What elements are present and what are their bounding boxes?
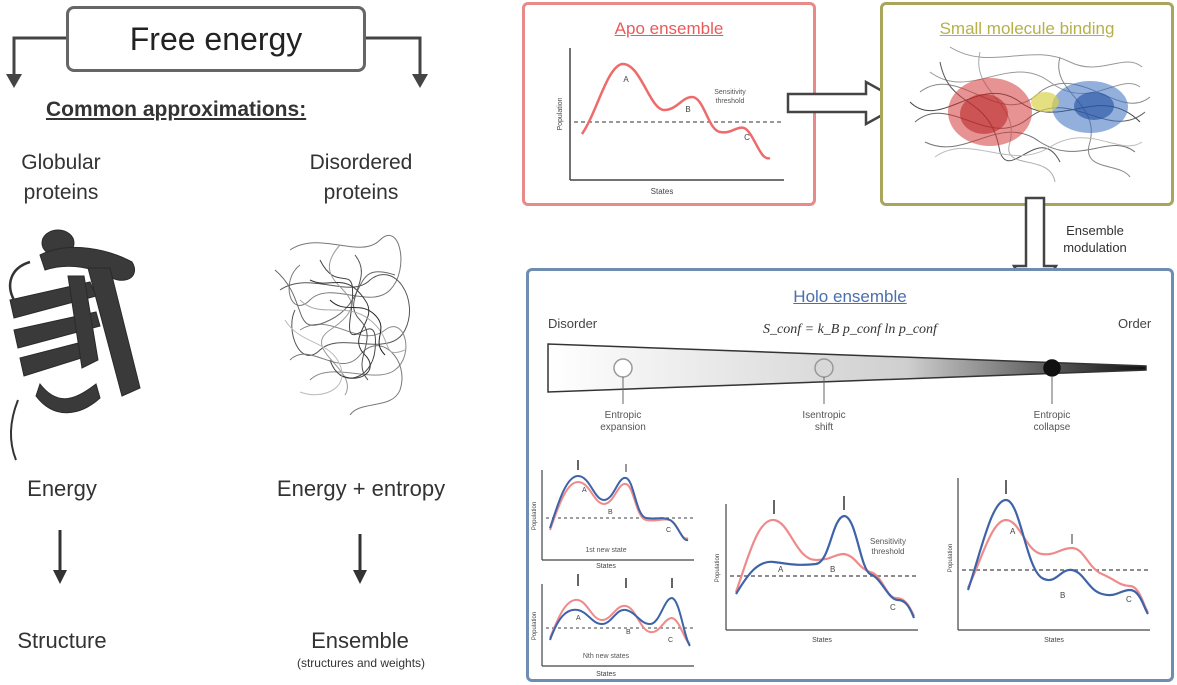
entropy-equation: S_conf = k_B p_conf ln p_conf: [763, 322, 937, 337]
structure-label: Structure: [17, 628, 107, 653]
ensemble-modulation-line2: modulation: [1063, 240, 1127, 255]
left-branch-arrow: [6, 36, 66, 88]
plot2-state-c: C: [668, 637, 673, 644]
disorder-label: Disorder: [548, 316, 598, 331]
apo-population-curve: [580, 62, 771, 160]
order-label: Order: [1118, 316, 1152, 331]
plot2-xlabel: States: [596, 671, 616, 678]
collapse-state-a: A: [1010, 527, 1016, 536]
shift-threshold-line1: Sensitivity: [870, 537, 906, 546]
apo-state-a-label: A: [623, 75, 629, 84]
plot2-note: Nth new states: [583, 653, 630, 660]
binding-yellow-ligand-icon: [1031, 92, 1059, 112]
disordered-proteins-label: Disordered proteins: [296, 148, 426, 208]
entropic-expansion-marker: [613, 358, 633, 378]
plot1-note: 1st new state: [585, 547, 626, 554]
marker-expansion-line2: expansion: [600, 422, 646, 433]
disordered-label-line1: Disordered: [309, 151, 413, 174]
entropy-gradient-wedge: [547, 343, 1147, 393]
expansion-plot-1: A B C 1st new state States Population: [532, 460, 694, 570]
plot1-ylabel: Population: [532, 502, 538, 530]
globular-protein-ribbon-icon: [9, 229, 141, 461]
plot1-state-b: B: [608, 509, 613, 516]
disordered-protein-ensemble-icon: [274, 234, 410, 416]
entropy-to-ensemble-arrow: [353, 534, 367, 584]
entropic-collapse-plot: A B C States Population: [948, 478, 1150, 644]
apo-threshold-label-line1: Sensitivity: [714, 89, 746, 96]
marker-collapse-line2: collapse: [1034, 422, 1071, 433]
free-energy-title-text: Free energy: [129, 20, 303, 57]
ensemble-modulation-line1: Ensemble: [1066, 223, 1124, 238]
marker-shift-line1: Isentropic: [802, 410, 845, 421]
apo-ensemble-panel: Apo ensemble: [522, 2, 816, 206]
globular-label-line1: Globular: [21, 151, 101, 174]
plot1-state-c: C: [666, 527, 671, 534]
plot2-state-b: B: [626, 629, 631, 636]
marker-shift-line2: shift: [815, 422, 834, 433]
plot1-state-a: A: [582, 487, 587, 494]
disordered-label-line2: proteins: [323, 181, 399, 204]
plot2-state-a: A: [576, 615, 581, 622]
globular-label-line2: proteins: [23, 181, 99, 204]
entropic-collapse-marker: [1043, 359, 1061, 377]
disordered-energy-entropy-label: Energy + entropy: [276, 476, 446, 501]
plot2-ylabel: Population: [532, 612, 538, 640]
apo-state-c-label: C: [744, 133, 750, 142]
ensemble-note: (structures and weights): [296, 656, 426, 670]
shift-state-b: B: [830, 565, 835, 574]
apo-xlabel: States: [651, 187, 674, 196]
marker-expansion-line1: Entropic: [605, 410, 642, 421]
energy-to-structure-arrow: [53, 530, 67, 584]
shift-threshold-line2: threshold: [872, 547, 905, 556]
apo-threshold-label-line2: threshold: [716, 98, 745, 105]
apo-ensemble-title: Apo ensemble: [614, 19, 724, 38]
holo-ensemble-title: Holo ensemble: [793, 287, 907, 306]
binding-ensemble-image: [909, 46, 1151, 183]
apo-state-b-label: B: [685, 105, 690, 114]
collapse-state-b: B: [1060, 591, 1065, 600]
apo-ylabel: Population: [557, 97, 564, 130]
free-energy-title: Free energy: [66, 6, 366, 72]
shift-state-c: C: [890, 603, 896, 612]
ensemble-label: Ensemble: [311, 628, 409, 653]
marker-collapse-line1: Entropic: [1034, 410, 1071, 421]
small-molecule-binding-title: Small molecule binding: [939, 19, 1115, 38]
collapse-ylabel: Population: [948, 544, 954, 572]
shift-ylabel: Population: [715, 554, 721, 582]
globular-energy-label: Energy: [27, 476, 97, 501]
shift-xlabel: States: [812, 637, 832, 644]
ensemble-modulation-label: Ensemble modulation: [1040, 222, 1150, 256]
right-branch-arrow: [366, 36, 428, 88]
shift-state-a: A: [778, 565, 784, 574]
collapse-xlabel: States: [1044, 637, 1064, 644]
apo-axes: [569, 48, 784, 181]
isentropic-shift-plot: A B C Sensitivity threshold States Popul…: [715, 496, 918, 644]
apo-ensemble-plot: A B C Sensitivity threshold States Popul…: [557, 48, 784, 196]
globular-proteins-label: Globular proteins: [6, 148, 116, 208]
collapse-state-c: C: [1126, 595, 1132, 604]
plot1-xlabel: States: [596, 563, 616, 570]
isentropic-shift-marker: [814, 358, 834, 378]
common-approximations-heading: Common approximations:: [46, 98, 307, 121]
expansion-plot-2: A B C Nth new states States Population: [532, 574, 694, 678]
holo-ensemble-figure: Entropic expansion Isentropic shift Entr…: [532, 343, 1150, 678]
left-connectors: [6, 36, 428, 584]
